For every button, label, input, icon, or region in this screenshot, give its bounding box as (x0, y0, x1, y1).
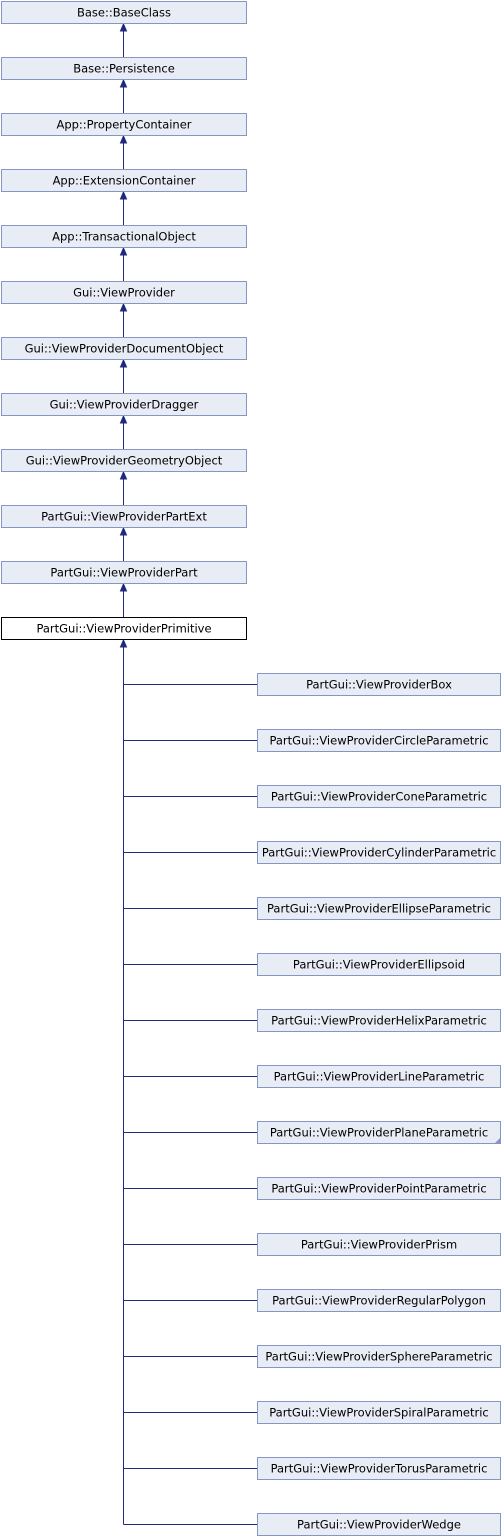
class-label: Gui::ViewProviderDragger (50, 398, 199, 412)
class-box (257, 1345, 501, 1368)
class-label: PartGui::ViewProviderCylinderParametric (262, 846, 496, 860)
class-label: PartGui::ViewProviderPointParametric (271, 1182, 486, 1196)
class-node-part-gui-view-provider-part[interactable]: PartGui::ViewProviderPart (1, 561, 247, 584)
inheritance-arrow-icon (119, 414, 128, 424)
class-node-part-gui-view-provider-part-ext[interactable]: PartGui::ViewProviderPartExt (1, 505, 247, 528)
class-node-part-gui-view-provider-prism[interactable]: PartGui::ViewProviderPrism (257, 1233, 501, 1256)
class-label: App::PropertyContainer (56, 118, 191, 132)
class-node-part-gui-view-provider-torus-parametric[interactable]: PartGui::ViewProviderTorusParametric (257, 1457, 501, 1480)
class-box (1, 169, 247, 192)
inheritance-arrow-icon (119, 526, 128, 536)
class-box (257, 1065, 501, 1088)
class-box (1, 449, 247, 472)
class-label: PartGui::ViewProviderEllipseParametric (267, 902, 491, 916)
class-box (257, 1009, 501, 1032)
class-node-part-gui-view-provider-wedge[interactable]: PartGui::ViewProviderWedge (257, 1513, 501, 1536)
class-node-part-gui-view-provider-circle-parametric[interactable]: PartGui::ViewProviderCircleParametric (257, 729, 501, 752)
class-node-part-gui-view-provider-plane-parametric[interactable]: PartGui::ViewProviderPlaneParametric (257, 1121, 501, 1144)
class-box (1, 1, 247, 24)
class-label: App::TransactionalObject (52, 230, 196, 244)
class-box (1, 225, 247, 248)
truncated-marker-icon (494, 1137, 501, 1144)
inheritance-arrow-icon (119, 470, 128, 480)
class-box (1, 393, 247, 416)
class-box (257, 953, 501, 976)
class-box (257, 785, 501, 808)
class-node-app-property-container[interactable]: App::PropertyContainer (1, 113, 247, 136)
class-node-app-transactional-object[interactable]: App::TransactionalObject (1, 225, 247, 248)
class-label: PartGui::ViewProviderSpiralParametric (269, 1406, 489, 1420)
class-node-base-base-class[interactable]: Base::BaseClass (1, 1, 247, 24)
class-label: PartGui::ViewProviderConeParametric (271, 790, 487, 804)
class-box (1, 617, 247, 640)
class-node-part-gui-view-provider-sphere-parametric[interactable]: PartGui::ViewProviderSphereParametric (257, 1345, 501, 1368)
class-label: Gui::ViewProviderGeometryObject (26, 454, 223, 468)
class-label: PartGui::ViewProviderEllipsoid (293, 958, 465, 972)
class-node-part-gui-view-provider-line-parametric[interactable]: PartGui::ViewProviderLineParametric (257, 1065, 501, 1088)
class-label: PartGui::ViewProviderPart (50, 566, 198, 580)
inheritance-arrow-icon (119, 190, 128, 200)
inheritance-edges (119, 22, 258, 1525)
class-label: PartGui::ViewProviderPrism (301, 1238, 457, 1252)
class-node-gui-view-provider-geometry-object[interactable]: Gui::ViewProviderGeometryObject (1, 449, 247, 472)
inheritance-arrow-icon (119, 246, 128, 256)
class-node-part-gui-view-provider-box[interactable]: PartGui::ViewProviderBox (257, 673, 501, 696)
class-label: PartGui::ViewProviderTorusParametric (271, 1462, 488, 1476)
class-box (257, 841, 501, 864)
inheritance-arrow-icon (119, 302, 128, 312)
class-node-gui-view-provider-document-object[interactable]: Gui::ViewProviderDocumentObject (1, 337, 247, 360)
class-box (257, 897, 501, 920)
inheritance-arrow-icon (119, 22, 128, 32)
class-node-part-gui-view-provider-helix-parametric[interactable]: PartGui::ViewProviderHelixParametric (257, 1009, 501, 1032)
class-node-gui-view-provider[interactable]: Gui::ViewProvider (1, 281, 247, 304)
class-label: PartGui::ViewProviderPlaneParametric (270, 1126, 488, 1140)
class-box (257, 1233, 501, 1256)
class-box (257, 1401, 501, 1424)
class-label: Base::Persistence (73, 62, 175, 76)
class-node-part-gui-view-provider-ellipsoid[interactable]: PartGui::ViewProviderEllipsoid (257, 953, 501, 976)
class-box (1, 561, 247, 584)
class-node-base-persistence[interactable]: Base::Persistence (1, 57, 247, 80)
class-label: PartGui::ViewProviderSphereParametric (265, 1350, 492, 1364)
inheritance-arrow-icon (119, 582, 128, 592)
class-label: Base::BaseClass (77, 6, 171, 20)
class-node-part-gui-view-provider-primitive: PartGui::ViewProviderPrimitive (1, 617, 247, 640)
class-label: App::ExtensionContainer (53, 174, 196, 188)
class-label: Gui::ViewProviderDocumentObject (25, 342, 224, 356)
class-box (257, 673, 501, 696)
class-node-part-gui-view-provider-regular-polygon[interactable]: PartGui::ViewProviderRegularPolygon (257, 1289, 501, 1312)
class-box (1, 337, 247, 360)
class-box (257, 1177, 501, 1200)
class-box (1, 57, 247, 80)
class-box (257, 1457, 501, 1480)
class-box (1, 505, 247, 528)
class-box (257, 729, 501, 752)
class-box (257, 1121, 501, 1144)
class-label: PartGui::ViewProviderCircleParametric (269, 734, 488, 748)
class-label: PartGui::ViewProviderRegularPolygon (272, 1294, 486, 1308)
inheritance-arrow-icon (119, 358, 128, 368)
class-node-app-extension-container[interactable]: App::ExtensionContainer (1, 169, 247, 192)
class-label: Gui::ViewProvider (73, 286, 175, 300)
class-box (1, 281, 247, 304)
class-label: PartGui::ViewProviderLineParametric (274, 1070, 485, 1084)
class-node-part-gui-view-provider-ellipse-parametric[interactable]: PartGui::ViewProviderEllipseParametric (257, 897, 501, 920)
class-node-gui-view-provider-dragger[interactable]: Gui::ViewProviderDragger (1, 393, 247, 416)
class-node-part-gui-view-provider-cylinder-parametric[interactable]: PartGui::ViewProviderCylinderParametric (257, 841, 501, 864)
class-node-part-gui-view-provider-spiral-parametric[interactable]: PartGui::ViewProviderSpiralParametric (257, 1401, 501, 1424)
class-label: PartGui::ViewProviderBox (306, 678, 452, 692)
class-node-part-gui-view-provider-point-parametric[interactable]: PartGui::ViewProviderPointParametric (257, 1177, 501, 1200)
inheritance-arrow-icon (119, 78, 128, 88)
class-node-part-gui-view-provider-cone-parametric[interactable]: PartGui::ViewProviderConeParametric (257, 785, 501, 808)
class-box (1, 113, 247, 136)
class-label: PartGui::ViewProviderWedge (297, 1518, 461, 1532)
inheritance-arrow-icon (119, 638, 128, 648)
class-label: PartGui::ViewProviderPrimitive (36, 622, 211, 636)
class-label: PartGui::ViewProviderPartExt (41, 510, 207, 524)
inheritance-arrow-icon (119, 134, 128, 144)
class-box (257, 1289, 501, 1312)
class-label: PartGui::ViewProviderHelixParametric (271, 1014, 487, 1028)
